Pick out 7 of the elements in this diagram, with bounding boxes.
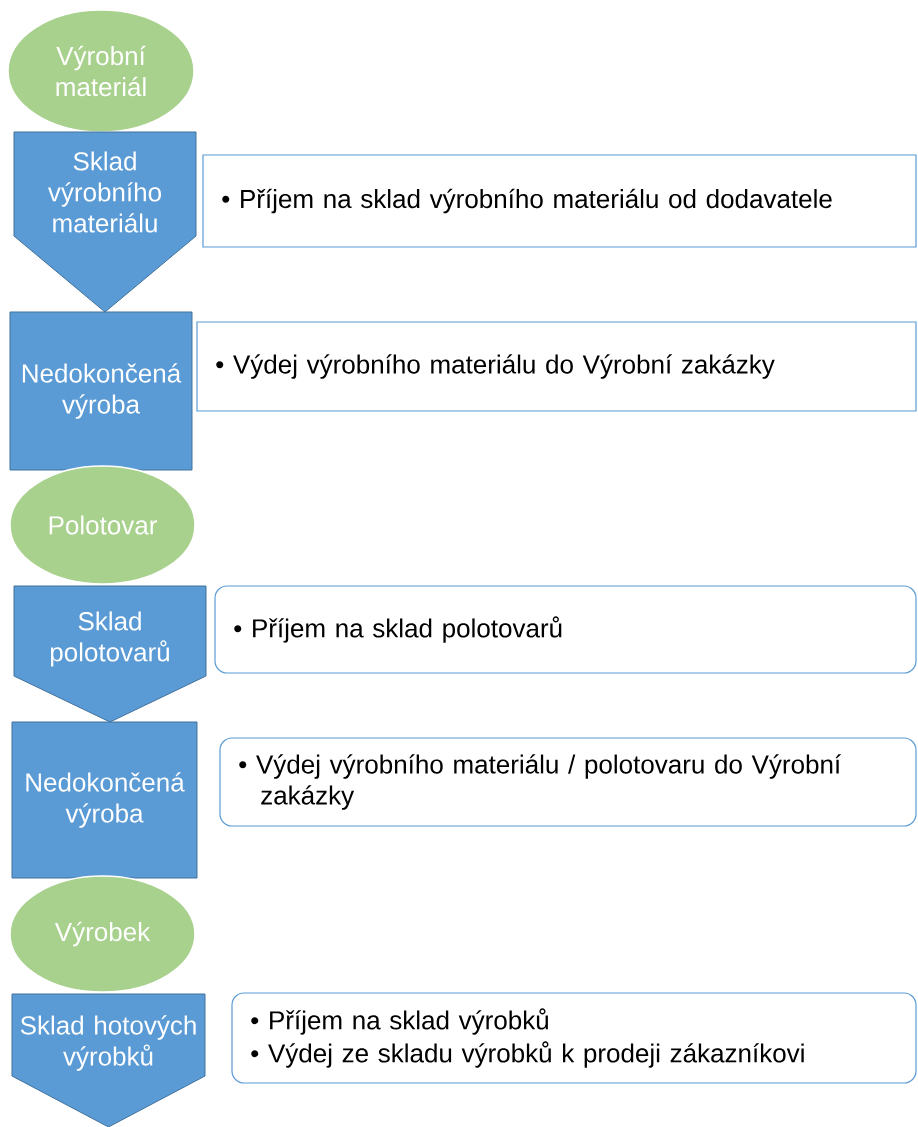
note-box: • Příjem na sklad výrobků • Výdej ze skladu výrobků k prodeji zákazníkovi — [231, 992, 917, 1084]
note-box: • Výdej výrobního materiálu / polotovaru do Výrobní zakázky — [219, 737, 917, 827]
process-box: Nedokončená výroba — [9, 311, 193, 471]
note-box: • Příjem na sklad polotovarů — [214, 585, 917, 674]
process-box: Nedokončená výroba — [11, 721, 198, 879]
note-box: • Výdej výrobního materiálu do Výrobní zakázky — [196, 321, 917, 412]
note-box: • Příjem na sklad výrobního materiálu od dodavatele — [202, 154, 917, 248]
